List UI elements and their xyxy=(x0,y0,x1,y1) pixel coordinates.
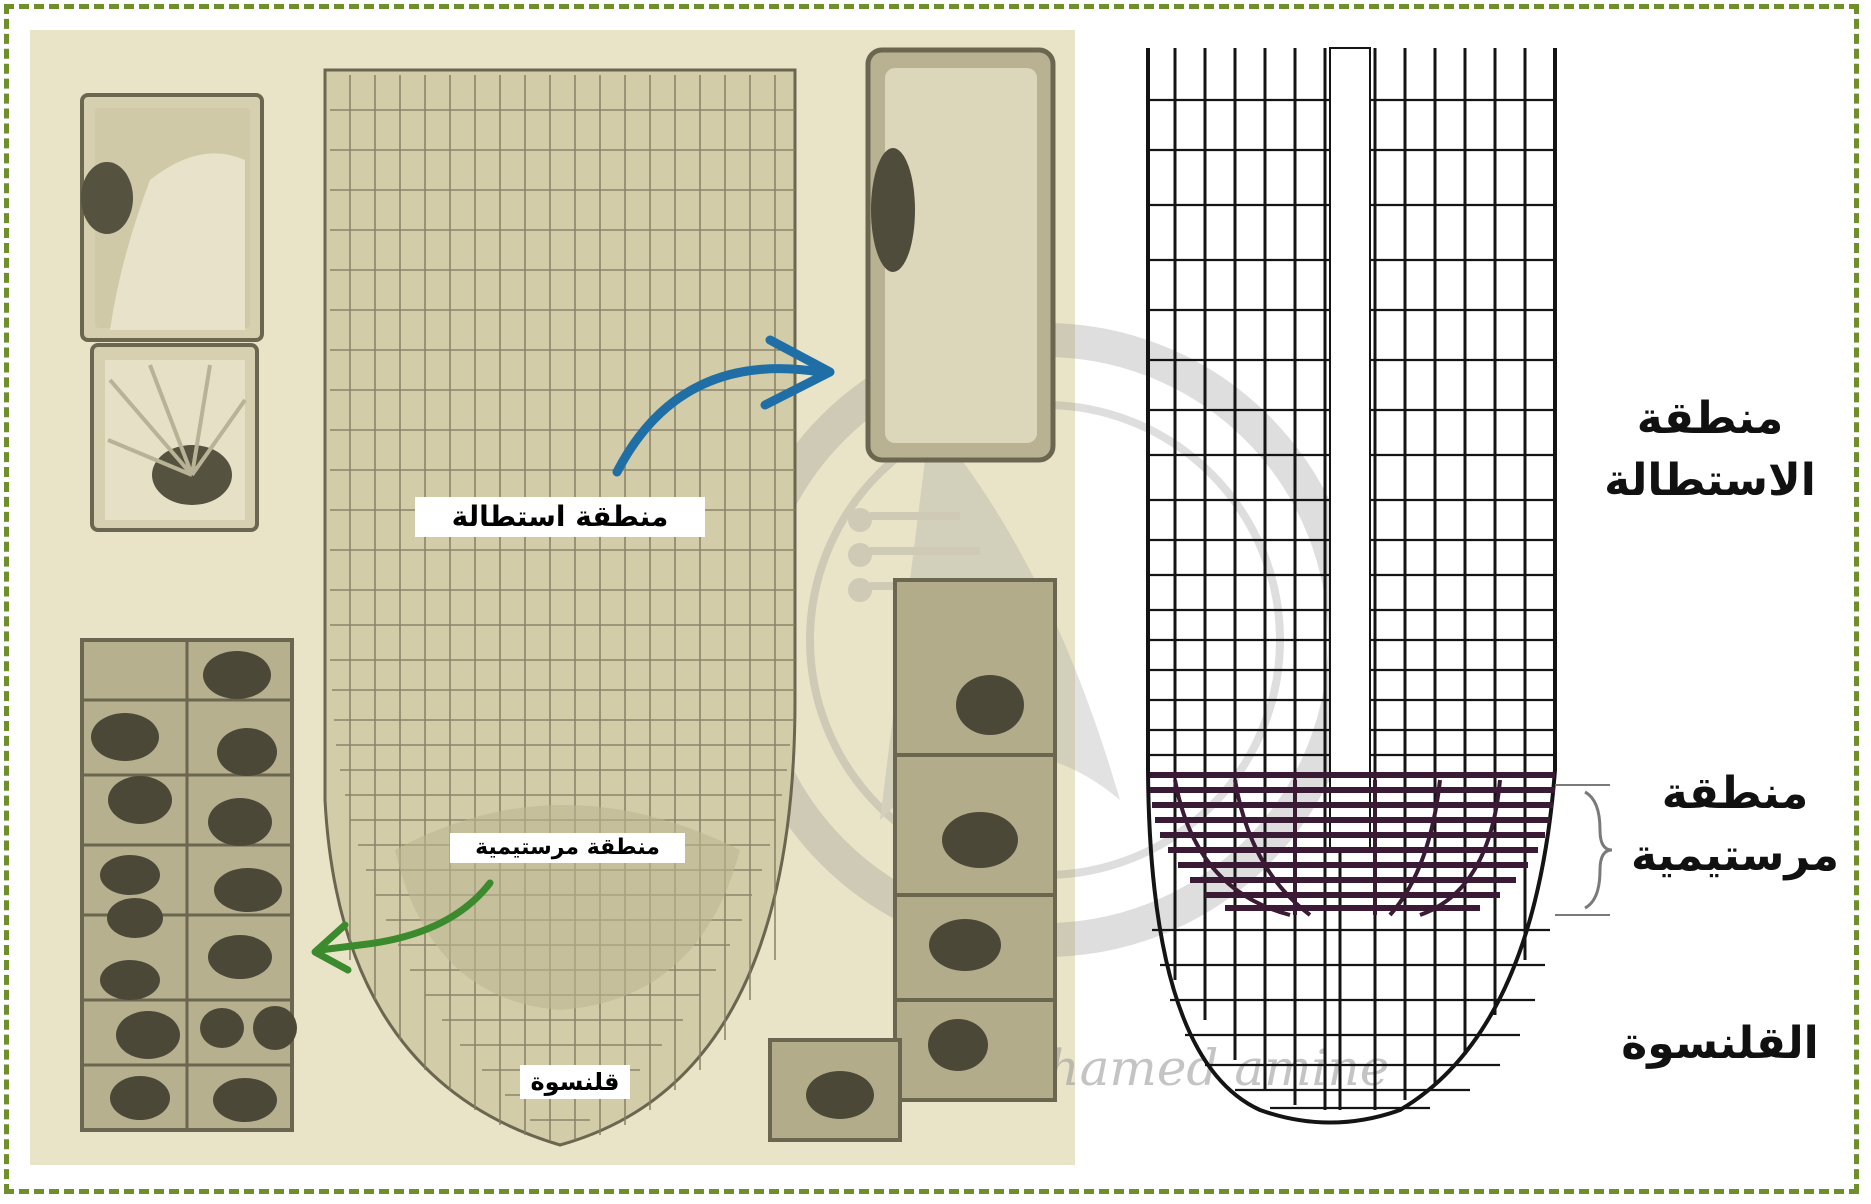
meristem-zone-side-label: منطقة مرستيمية xyxy=(1610,763,1860,887)
elongation-side-line2: الاستطالة xyxy=(1585,450,1835,512)
root-cap-label: قلنسوة xyxy=(520,1065,630,1099)
watermark-text: mhamed amine xyxy=(1000,1039,1389,1097)
root-tip-drawing xyxy=(1148,48,1612,1123)
elongated-cell-right xyxy=(868,50,1053,460)
meristem-zone-label: منطقة مرستيمية xyxy=(450,833,685,863)
elongation-side-line1: منطقة xyxy=(1585,388,1835,450)
root-cap-side-label: القلنسوة xyxy=(1600,1013,1840,1075)
meristem-side-line1: منطقة xyxy=(1610,763,1860,825)
vacuolated-cells-left xyxy=(81,95,262,530)
meristem-side-line2: مرستيمية xyxy=(1610,825,1860,887)
root-tip-micrograph xyxy=(325,70,795,1145)
elongation-zone-side-label: منطقة الاستطالة xyxy=(1585,388,1835,512)
elongation-zone-label: منطقة استطالة xyxy=(415,497,705,537)
meristem-cells-left xyxy=(82,640,297,1130)
